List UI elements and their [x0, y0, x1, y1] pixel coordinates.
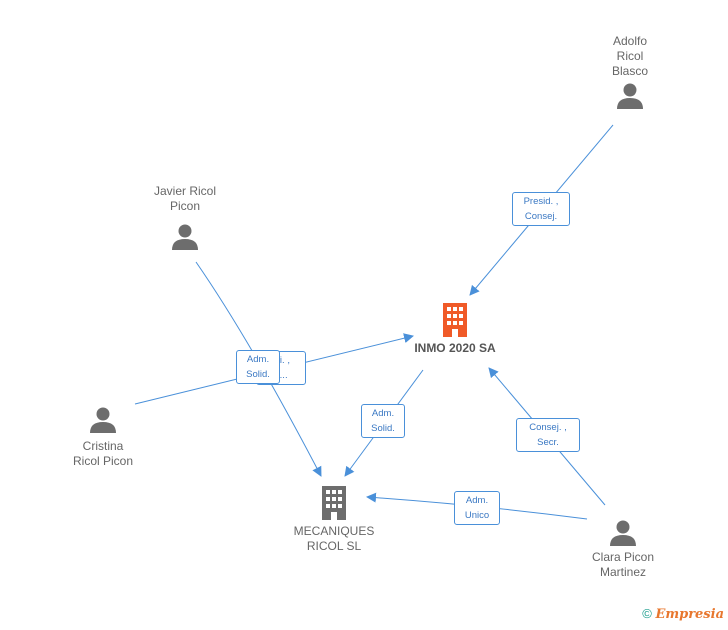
node-javier-name: Javier Ricol Picon	[153, 184, 216, 213]
person-icon	[172, 224, 198, 250]
edge-label-adolfo-inmo[interactable]: Presid. , Consej.	[512, 192, 570, 226]
node-cristina[interactable]: Cristina Ricol Picon	[60, 405, 146, 469]
node-adolfo-name: Adolfo Ricol Blasco	[611, 34, 649, 78]
node-adolfo[interactable]: Adolfo Ricol Blasco	[590, 34, 670, 111]
node-javier[interactable]: Javier Ricol Picon	[140, 184, 230, 252]
person-icon	[90, 407, 116, 433]
node-clara[interactable]: Clara Picon Martinez	[578, 518, 668, 580]
watermark-brand: Empresia	[655, 607, 724, 622]
empresia-watermark: © Empresia	[642, 606, 724, 622]
node-clara-name: Clara Picon Martinez	[591, 550, 655, 579]
node-inmo[interactable]: INMO 2020 SA	[403, 303, 507, 356]
edge-label-inmo-mecaniques[interactable]: Adm. Solid.	[361, 404, 405, 438]
building-icon	[443, 303, 467, 337]
edge-label-javier-mecaniques[interactable]: Adm. Solid.	[236, 350, 280, 384]
person-icon	[610, 520, 636, 546]
building-icon	[322, 486, 346, 520]
edge-label-clara-inmo[interactable]: Consej. , Secr.	[516, 418, 580, 452]
node-inmo-name: INMO 2020 SA	[414, 341, 496, 355]
node-cristina-name: Cristina Ricol Picon	[72, 439, 134, 468]
edge-label-clara-mecaniques[interactable]: Adm. Unico	[454, 491, 500, 525]
node-mecaniques[interactable]: MECANIQUES RICOL SL	[286, 486, 382, 554]
copyright-icon: ©	[642, 606, 652, 621]
person-icon	[617, 83, 643, 109]
node-mecaniques-name: MECANIQUES RICOL SL	[293, 524, 375, 553]
